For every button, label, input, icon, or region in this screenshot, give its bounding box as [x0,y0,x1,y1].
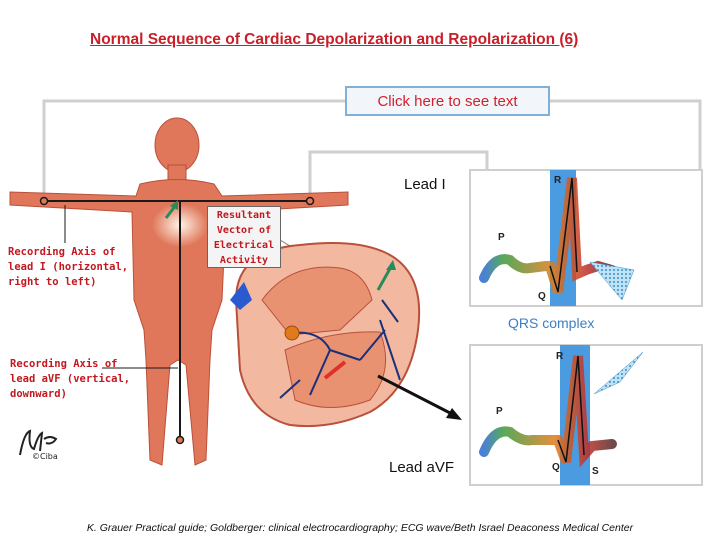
lead-i-q-label: Q [538,291,546,302]
lead-avf-q-label: Q [552,462,560,473]
lead-avf-axis-caption: Recording Axis of lead aVF (vertical, do… [10,357,130,402]
resultant-vector-label: Resultant Vector of Electrical Activity [207,206,281,268]
signature-copyright: ©Ciba [32,452,58,461]
lead-avf-ecg-panel [469,344,703,486]
lead-i-label: Lead I [404,176,446,193]
page-title: Normal Sequence of Cardiac Depolarizatio… [90,31,579,48]
lead-i-ecg-panel [469,169,703,307]
lead-avf-axis [175,201,185,445]
vector-label-line: Vector of [216,225,272,236]
artist-signature-logo [19,429,58,456]
caption-line: Recording Axis of [10,358,118,370]
caption-line: lead aVF (vertical, [10,373,131,385]
caption-line: downward) [10,388,67,400]
lead-avf-label: Lead aVF [389,459,455,476]
show-text-button[interactable]: Click here to see text [345,86,550,116]
lead-avf-r-label: R [556,351,564,362]
caption-line: right to left) [8,276,97,288]
heart-cross-section [230,241,421,428]
vector-label-line: Electrical [213,240,275,251]
vector-label-line: Resultant [216,210,272,221]
resultant-vector-arrow [164,200,178,219]
vector-label-line: Activity [219,255,269,266]
avf-direction-arrow [377,374,462,420]
lead-i-p-label: P [498,232,505,243]
connector-lines [42,99,702,196]
lead-i-axis-caption: Recording Axis of lead I (horizontal, ri… [8,245,128,290]
source-citation: K. Grauer Practical guide; Goldberger: c… [86,522,634,534]
lead-i-r-label: R [554,175,562,186]
lead-avf-s-label: S [592,466,599,477]
caption-line: lead I (horizontal, [8,261,129,273]
caption-line: Recording Axis of [8,246,116,258]
qrs-complex-label: QRS complex [508,315,595,331]
lead-avf-p-label: P [496,406,503,417]
